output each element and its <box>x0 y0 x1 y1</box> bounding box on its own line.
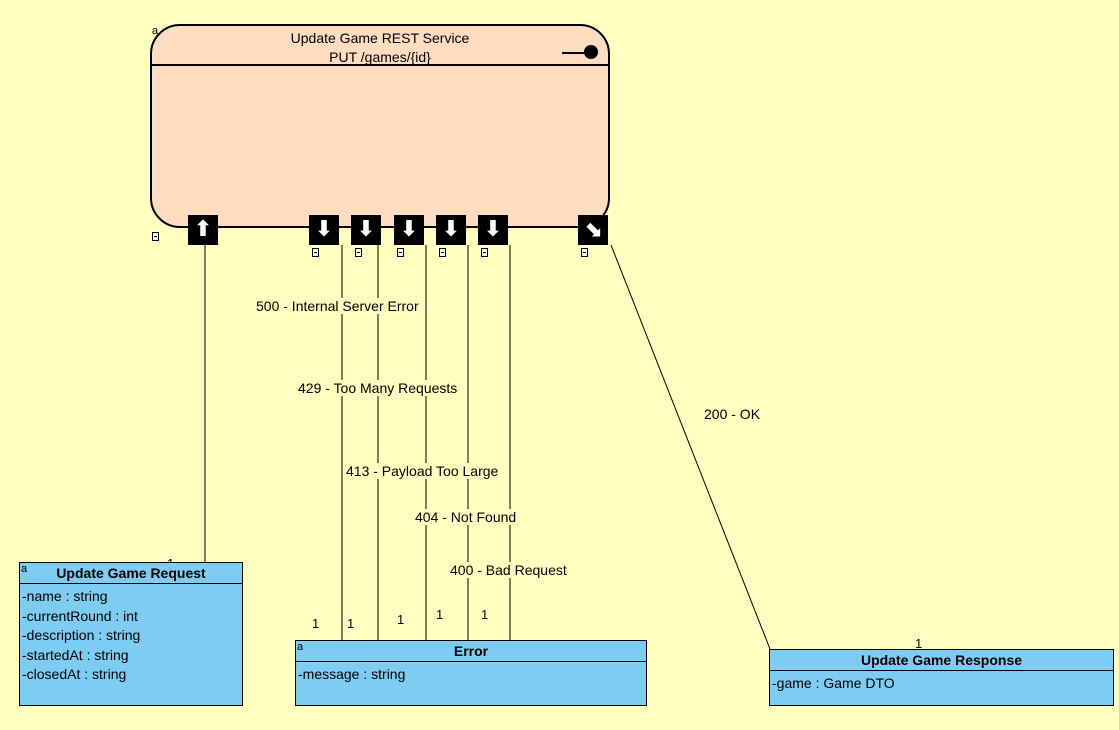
multiplicity-error-404: 1 <box>436 607 444 622</box>
service-tag: a <box>152 25 159 37</box>
attribute: -message : string <box>298 666 406 682</box>
document-icon <box>397 248 404 257</box>
success-output-port[interactable]: ⬊ <box>578 215 608 245</box>
class-name: Update Game Request <box>56 565 206 581</box>
arrow-down-icon: ⬇ <box>441 217 461 242</box>
rest-service[interactable]: Update Game REST Service PUT /games/{id} <box>150 24 610 228</box>
document-icon <box>355 248 362 257</box>
error-429-output-port[interactable]: ⬇ <box>351 215 381 245</box>
document-icon <box>581 248 588 257</box>
document-icon <box>312 248 319 257</box>
class-update-game-request[interactable]: a Update Game Request -name : string -cu… <box>19 562 243 706</box>
multiplicity-error-429: 1 <box>347 616 355 631</box>
class-header: a Update Game Request <box>20 563 242 584</box>
service-route: PUT /games/{id} <box>329 49 431 65</box>
flow-label-413: 413 - Payload Too Large <box>346 463 499 479</box>
arrow-up-icon: ⬆ <box>193 217 213 242</box>
flow-label-200: 200 - OK <box>704 406 761 422</box>
arrow-diagonal-icon: ⬊ <box>583 217 603 242</box>
document-icon <box>481 248 488 257</box>
class-attributes: -game : Game DTO <box>770 671 1113 697</box>
class-error[interactable]: a Error -message : string <box>295 640 647 706</box>
attribute: -game : Game DTO <box>772 675 895 691</box>
ok-200-connector <box>610 244 771 650</box>
multiplicity-error-400: 1 <box>481 607 489 622</box>
multiplicity-response: 1 <box>915 636 923 651</box>
multiplicity-error-413: 1 <box>397 612 405 627</box>
class-tag: a <box>21 563 28 575</box>
error-413-output-port[interactable]: ⬇ <box>394 215 424 245</box>
flow-label-400: 400 - Bad Request <box>450 562 567 578</box>
multiplicity-error-500: 1 <box>312 616 320 631</box>
request-input-port[interactable]: ⬆ <box>188 215 218 245</box>
provided-interface-icon <box>562 45 598 61</box>
error-404-output-port[interactable]: ⬇ <box>436 215 466 245</box>
service-title: Update Game REST Service <box>290 30 470 46</box>
flow-label-404: 404 - Not Found <box>415 509 517 525</box>
arrow-down-icon: ⬇ <box>399 217 419 242</box>
class-header: Update Game Response <box>770 650 1113 671</box>
attribute: -closedAt : string <box>22 666 127 683</box>
class-update-game-response[interactable]: Update Game Response -game : Game DTO <box>769 649 1114 706</box>
document-icon <box>439 248 446 257</box>
attribute: -name : string <box>22 588 108 604</box>
flow-label-500: 500 - Internal Server Error <box>256 298 419 314</box>
attribute: -startedAt : string <box>22 646 129 663</box>
attribute: -currentRound : int <box>22 607 138 624</box>
attribute: -description : string <box>22 627 141 644</box>
arrow-down-icon: ⬇ <box>483 217 503 242</box>
class-name: Update Game Response <box>860 652 1023 668</box>
class-attributes: -name : string -currentRound : int -desc… <box>20 584 242 688</box>
flow-label-429: 429 - Too Many Requests <box>298 380 458 396</box>
class-name: Error <box>453 643 489 659</box>
class-header: a Error <box>296 641 646 662</box>
arrow-down-icon: ⬇ <box>356 217 376 242</box>
document-icon <box>152 232 159 241</box>
class-tag: a <box>297 641 304 653</box>
error-400-output-port[interactable]: ⬇ <box>478 215 508 245</box>
service-title-block: Update Game REST Service PUT /games/{id} <box>152 29 608 67</box>
arrow-down-icon: ⬇ <box>314 217 334 242</box>
service-divider <box>152 64 608 66</box>
error-500-output-port[interactable]: ⬇ <box>309 215 339 245</box>
class-attributes: -message : string <box>296 662 646 688</box>
